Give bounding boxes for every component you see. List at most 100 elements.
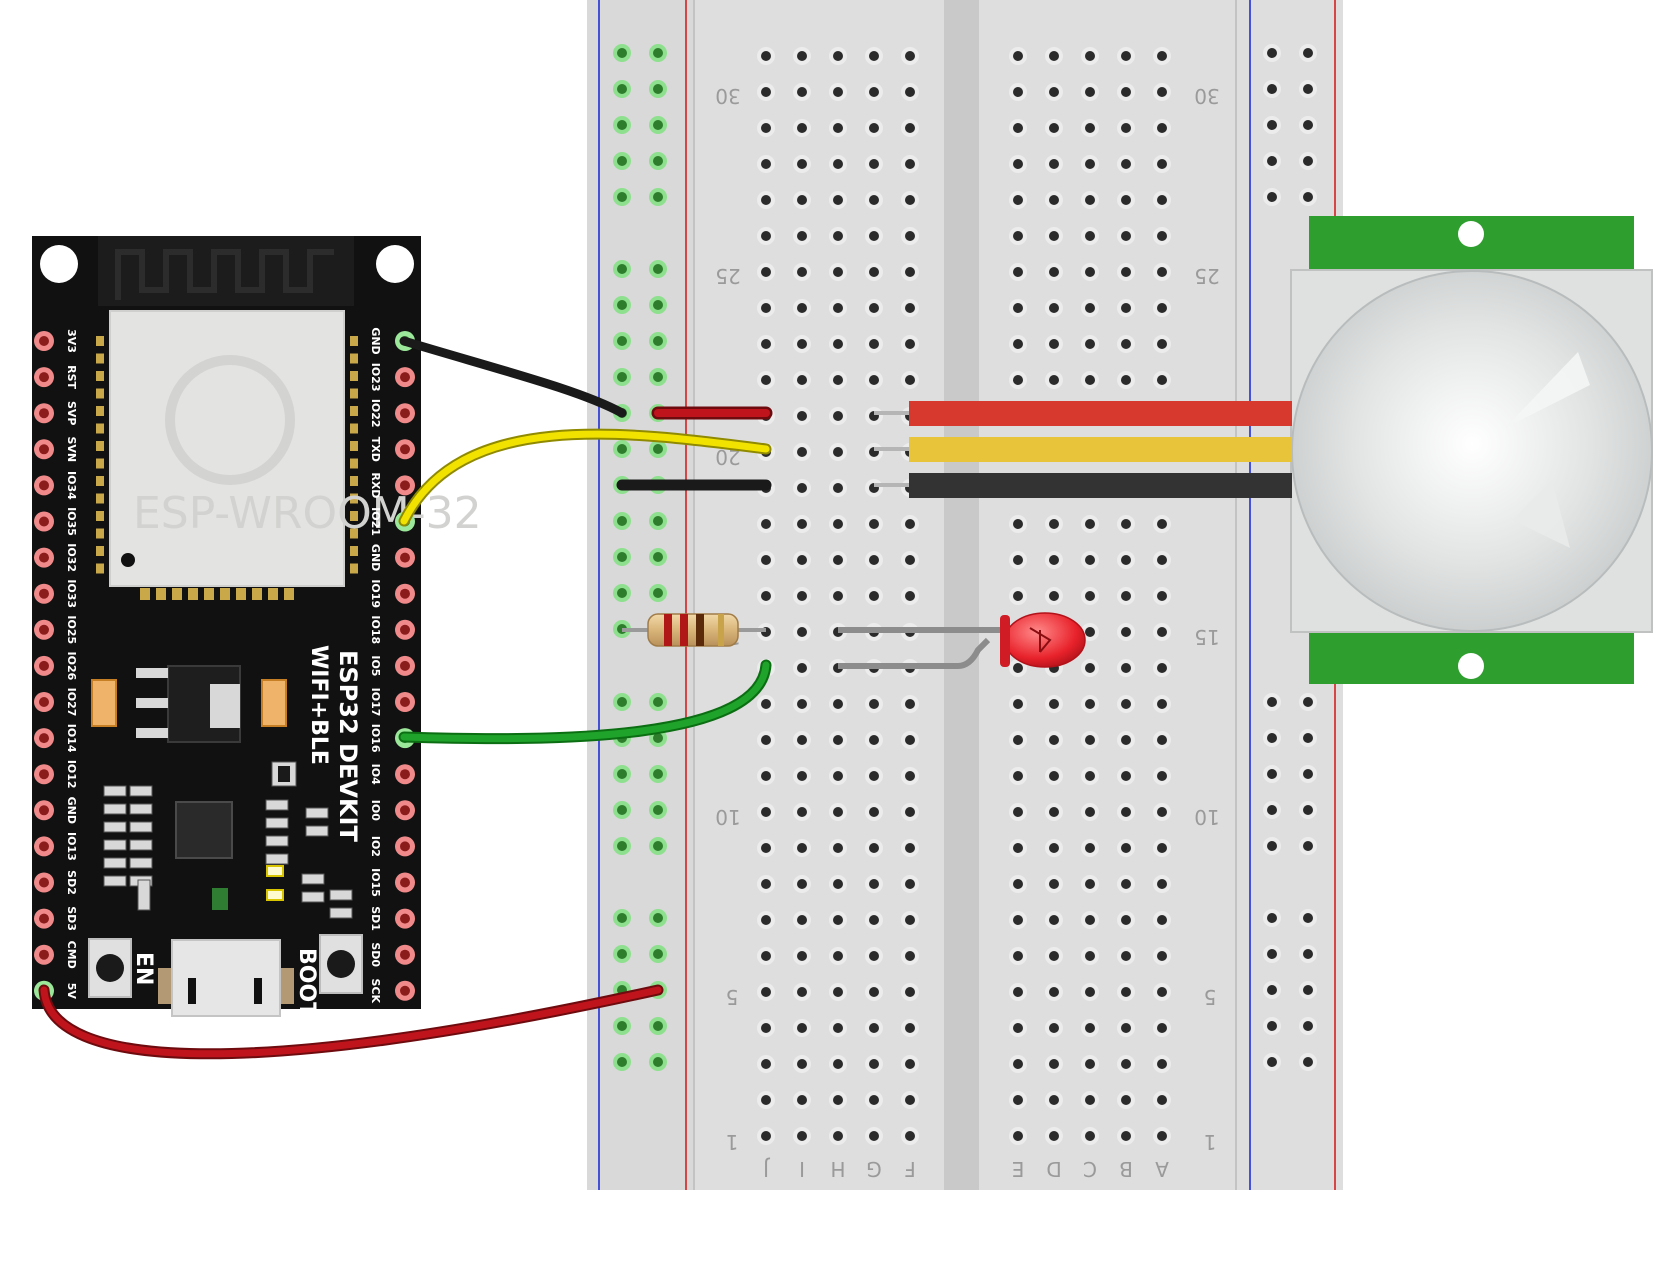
breadboard-hole-socket [1049,1023,1059,1033]
breadboard-hole-socket [905,159,915,169]
en-button-cap[interactable] [96,954,124,982]
breadboard-hole-socket [869,51,879,61]
breadboard-hole-socket [1049,987,1059,997]
breadboard-hole-socket [905,195,915,205]
breadboard-hole-socket [905,699,915,709]
module-pad [156,588,166,600]
header-pin-hole [39,552,49,563]
rail-hole-socket [653,264,663,274]
breadboard-hole-socket [1121,339,1131,349]
row-number-10-right: 10 [1194,805,1219,829]
red-led[interactable] [838,612,1086,669]
breadboard-hole-socket [1157,1023,1167,1033]
usb-slot-left [188,978,196,1004]
smd-component [137,879,151,911]
breadboard-hole-socket [1085,879,1095,889]
breadboard-hole-socket [1049,231,1059,241]
breadboard-hole-socket [833,735,843,745]
breadboard-hole-socket [1013,879,1023,889]
breadboard-hole-socket [833,915,843,925]
breadboard-hole-socket [797,879,807,889]
breadboard-hole-socket [905,267,915,277]
breadboard-hole-socket [905,1023,915,1033]
breadboard-hole-socket [869,591,879,601]
breadboard-hole-socket [761,1095,771,1105]
pir-motion-sensor [1290,216,1653,684]
module-pad [96,353,104,364]
breadboard-hole-socket [833,807,843,817]
breadboard-hole-socket [1085,987,1095,997]
smd-component [329,907,353,919]
module-pad [350,423,358,434]
rail-hole-socket [1267,1021,1277,1031]
breadboard-hole-socket [761,159,771,169]
pin-label: RST [65,365,78,389]
breadboard-hole-socket [1085,807,1095,817]
pin-label: IO17 [369,688,382,717]
module-pad [96,511,104,521]
breadboard-hole-socket [761,1023,771,1033]
dome-highlight-1 [1505,352,1590,428]
breadboard-hole-socket [797,519,807,529]
regulator-tab [210,684,240,728]
row-number-10-left: 10 [715,805,740,829]
breadboard-hole-socket [833,231,843,241]
capacitor-left [91,679,117,727]
smd-component [129,803,153,815]
breadboard-hole-socket [1085,591,1095,601]
breadboard-hole-socket [797,843,807,853]
smd-component [103,875,127,887]
module-pad [350,546,358,556]
header-pin-hole [400,552,410,563]
rail-hole-socket [653,84,663,94]
breadboard-hole-socket [761,231,771,241]
breadboard-hole-socket [1157,375,1167,385]
breadboard-hole-socket [1085,267,1095,277]
breadboard-hole-socket [761,771,771,781]
breadboard-hole-socket [761,1131,771,1141]
rail-hole-socket [653,588,663,598]
breadboard-hole-socket [1049,267,1059,277]
breadboard-hole-socket [1085,303,1095,313]
breadboard-hole-socket [1157,987,1167,997]
led-dome [1004,612,1086,668]
breadboard-hole-socket [1121,87,1131,97]
resistor-body [647,613,739,647]
pin-label: IO13 [65,832,78,861]
breadboard-hole-socket [761,303,771,313]
pir-lead-out-yellow [909,437,1292,462]
wire-black-gnd[interactable] [399,336,627,418]
breadboard-hole-socket [869,915,879,925]
breadboard-hole-socket [833,879,843,889]
breadboard-hole-socket [1013,1131,1023,1141]
breadboard-hole-socket [1013,195,1023,205]
pin-label: IO19 [369,579,382,608]
breadboard-hole-socket [1121,231,1131,241]
breadboard-hole-socket [1085,627,1095,637]
boot-button-cap[interactable] [327,950,355,978]
rail-hole-socket [1267,120,1277,130]
header-pin-hole [400,805,410,816]
resistor[interactable] [622,613,766,647]
pin-label: CMD [65,941,78,969]
module-pad [350,441,358,451]
rail-hole-socket [1303,985,1313,995]
smd-component [329,889,353,901]
pir-mount-hole-top [1458,221,1484,247]
breadboard-hole-socket [905,591,915,601]
breadboard-hole-socket [1013,663,1023,673]
breadboard-hole-socket [1085,555,1095,565]
breadboard-hole-socket [1085,771,1095,781]
breadboard-hole-socket [761,591,771,601]
breadboard-hole-socket [797,51,807,61]
rail-hole-socket [1267,697,1277,707]
green-component [212,888,228,910]
pin-label: RXD [369,472,382,498]
breadboard-hole-socket [1049,519,1059,529]
breadboard-hole-socket [1085,1023,1095,1033]
pin-label: SCK [369,979,382,1004]
breadboard-hole-socket [1085,843,1095,853]
breadboard-hole-socket [1121,591,1131,601]
rail-hole-socket [1303,1057,1313,1067]
breadboard-hole-socket [797,1095,807,1105]
